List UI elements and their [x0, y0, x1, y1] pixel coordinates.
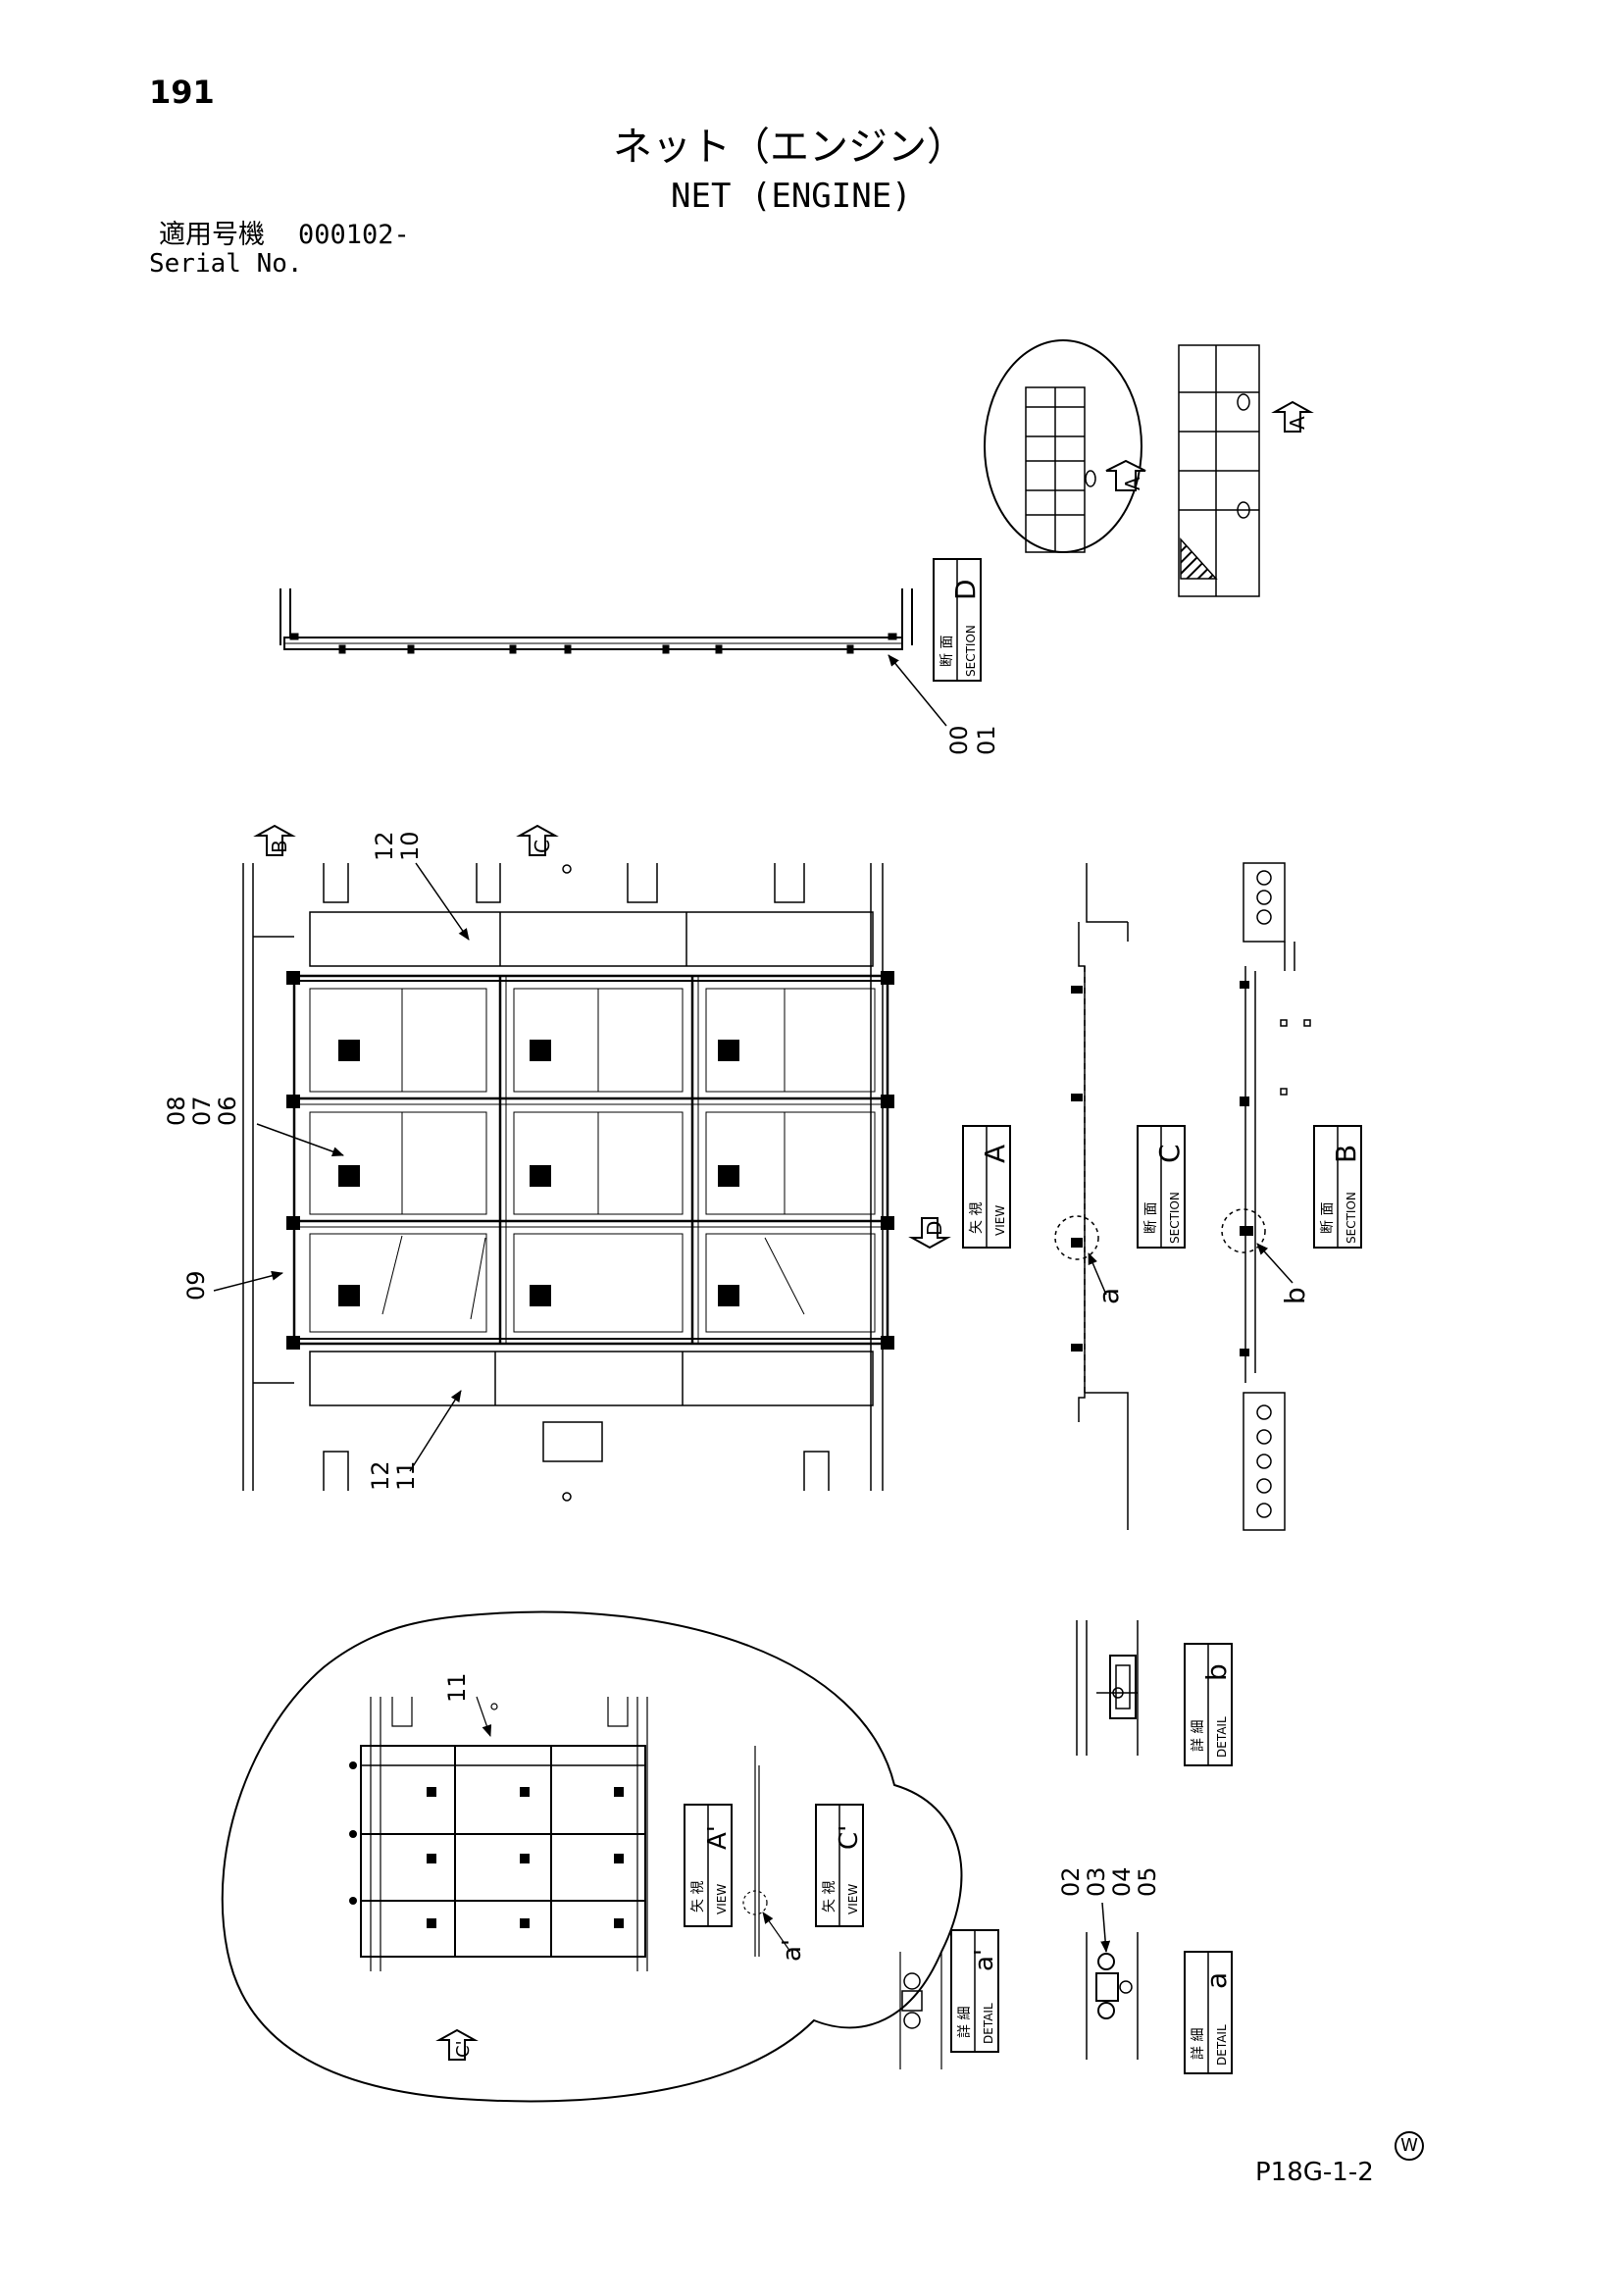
serial-number-value: 000102- [298, 220, 410, 250]
section-b-en: SECTION [1345, 1192, 1358, 1244]
arrow-marker-c: C [516, 824, 559, 856]
view-a-prime-en: VIEW [715, 1884, 729, 1914]
page-title-japanese: ネット（エンジン） [613, 125, 966, 170]
part-number-02: 02 [1057, 1866, 1085, 1897]
detail-a-prime-ja: 詳 細 [957, 2007, 973, 2038]
w-circle-mark: W [1395, 2131, 1424, 2161]
part-number-12-bottom: 12 [367, 1460, 394, 1491]
detail-b-label-box: 詳 細 DETAIL b [1184, 1643, 1233, 1766]
section-c-letter: C [1153, 1144, 1186, 1163]
section-d-ja: 断 面 [939, 636, 955, 667]
part-number-03: 03 [1083, 1866, 1110, 1897]
view-a-letter: A [979, 1145, 1011, 1163]
arrow-b-letter: B [268, 840, 291, 853]
section-b-ja: 断 面 [1320, 1202, 1336, 1234]
detail-b-ja: 詳 細 [1191, 1720, 1206, 1752]
view-c-prime-en: VIEW [846, 1884, 860, 1914]
detail-b-letter: b [1200, 1663, 1233, 1681]
view-c-prime-letter: C' [835, 1825, 864, 1850]
part-number-01: 01 [973, 725, 1000, 755]
section-c-view [1054, 863, 1129, 1530]
detail-b-view [1076, 1620, 1139, 1756]
section-c-label-box: 断 面 SECTION C [1137, 1125, 1186, 1249]
part-number-12-top: 12 [371, 831, 398, 861]
view-a-prime-label-box: 矢 視 VIEW A' [684, 1804, 733, 1927]
view-c-prime-label-box: 矢 視 VIEW C' [815, 1804, 864, 1927]
section-d-en: SECTION [964, 625, 978, 677]
detail-b-en: DETAIL [1215, 1716, 1229, 1758]
part-number-09: 09 [182, 1270, 210, 1301]
arrow-d-letter: D [923, 1221, 946, 1236]
detail-a-prime-letter: a' [970, 1949, 999, 1971]
part-number-07: 07 [188, 1096, 216, 1126]
callout-a-prime: a' [778, 1939, 807, 1962]
section-b-label-box: 断 面 SECTION B [1313, 1125, 1362, 1249]
serial-label-english: Serial No. [149, 249, 303, 279]
part-number-05: 05 [1134, 1866, 1161, 1897]
detail-a-prime-en: DETAIL [982, 2003, 995, 2044]
detail-a-ja: 詳 細 [1191, 2028, 1206, 2060]
arrow-marker-c-prime: C' [435, 2028, 479, 2061]
arrow-a-letter: A [1286, 416, 1309, 430]
view-a-prime-letter: A' [703, 1825, 733, 1850]
arrow-c-letter: C [531, 840, 554, 853]
arrow-c-prime-letter: C' [453, 2040, 474, 2058]
part-number-00: 00 [945, 725, 973, 755]
detail-a-prime-label-box: 詳 細 DETAIL a' [950, 1929, 999, 2053]
arrow-marker-d: D [908, 1217, 951, 1250]
view-a-plan [213, 862, 894, 1502]
part-number-11: 11 [392, 1460, 420, 1491]
view-c-prime-ja: 矢 視 [822, 1881, 837, 1913]
page-title-english: NET (ENGINE) [671, 177, 912, 216]
arrow-marker-b: B [253, 824, 296, 856]
arrow-marker-a-top: A [1271, 400, 1314, 433]
callout-b: b [1279, 1287, 1311, 1304]
part-number-11-inset: 11 [443, 1672, 471, 1703]
section-d-letter: D [949, 579, 982, 600]
serial-label-japanese: 適用号機 [159, 220, 265, 250]
view-a-prime-ja: 矢 視 [690, 1881, 706, 1913]
drawing-code: P18G-1-2 [1255, 2158, 1374, 2187]
detail-a-label-box: 詳 細 DETAIL a [1184, 1951, 1233, 2074]
balloon-inset [221, 1610, 963, 2103]
section-b-view [1221, 862, 1311, 1531]
section-b-letter: B [1330, 1145, 1362, 1163]
arrow-a-inset-circle: A [984, 339, 1146, 553]
arrow-a-inset-letter: A [1121, 477, 1144, 490]
part-number-06: 06 [214, 1096, 241, 1126]
section-c-ja: 断 面 [1143, 1202, 1159, 1234]
view-a-ja: 矢 視 [969, 1202, 985, 1234]
detail-a-view [1086, 1902, 1139, 2060]
part-number-10: 10 [396, 831, 424, 861]
section-d-view [279, 588, 947, 727]
view-a-en: VIEW [993, 1205, 1007, 1236]
section-c-en: SECTION [1168, 1192, 1182, 1244]
page-number: 191 [149, 74, 215, 111]
callout-a: a [1092, 1288, 1125, 1304]
part-number-04: 04 [1108, 1866, 1136, 1897]
section-d-label-box: 断 面 SECTION D [933, 558, 982, 682]
view-a-label-box: 矢 視 VIEW A [962, 1125, 1011, 1249]
detail-a-letter: a [1200, 1972, 1233, 1989]
detail-a-en: DETAIL [1215, 2024, 1229, 2066]
part-number-08: 08 [163, 1096, 190, 1126]
side-view-panel [1178, 344, 1260, 597]
